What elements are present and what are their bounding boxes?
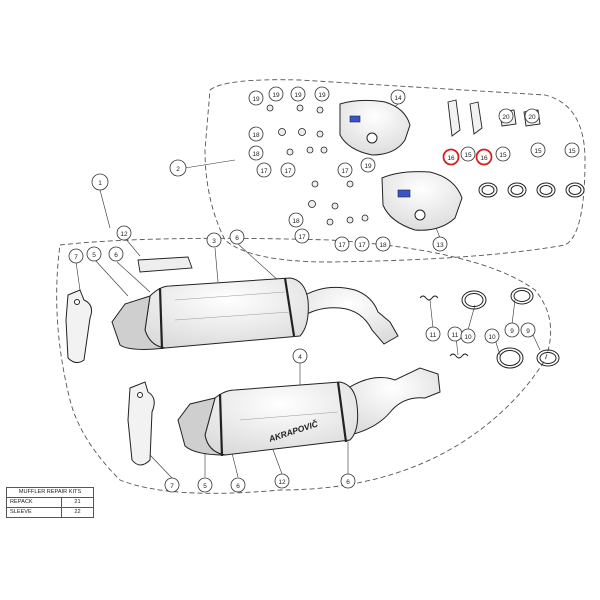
callout-2: 2: [176, 166, 180, 173]
hose-clamps: [478, 182, 585, 198]
callout-19: 19: [318, 92, 326, 99]
callout-11: 11: [430, 332, 437, 339]
callout-18: 18: [379, 242, 387, 249]
bracket-upper: [65, 289, 92, 364]
callout-17: 17: [338, 242, 346, 249]
muffler-lower-connector-pipe: [344, 367, 441, 436]
muffler-upper-connector-pipe: [299, 286, 399, 345]
callout-11: 11: [452, 332, 459, 339]
muffler-upper-body: [144, 277, 309, 349]
callout-4: 4: [298, 354, 302, 361]
callout-19: 19: [272, 92, 280, 99]
muffler-upper-endcap: [111, 295, 166, 350]
highlighted-callouts: [442, 148, 493, 166]
callout-17: 17: [358, 242, 366, 249]
muffler-lower-endcap: [177, 397, 226, 456]
heat-shield-parts: [339, 99, 463, 231]
spring-lower: [449, 353, 469, 359]
muffler-upper: [111, 277, 399, 350]
bracket-lower: [127, 381, 155, 466]
heat-shield-strip: [137, 256, 193, 273]
sleeve-lower: [496, 347, 524, 369]
clamp-upper: [510, 287, 534, 305]
callout-15: 15: [534, 148, 542, 155]
heat-shield-14: [339, 99, 411, 156]
small-hardware: [266, 104, 369, 226]
dashed-boundaries: [56, 79, 586, 494]
callout-18: 18: [252, 132, 260, 139]
heat-shield-13: [381, 171, 463, 231]
repair-kits-row: REPACK 21: [6, 497, 94, 508]
repair-kits-title: MUFFLER REPAIR KITS: [6, 487, 94, 498]
callout-circles: [68, 86, 580, 493]
clamp-lower: [536, 349, 560, 367]
callout-7: 7: [170, 483, 174, 490]
callout-7: 7: [74, 254, 78, 261]
callout-18: 18: [292, 218, 300, 225]
callout-19: 19: [252, 96, 260, 103]
callout-18: 18: [252, 151, 260, 158]
callout-6: 6: [235, 235, 239, 242]
callout-10: 10: [488, 334, 496, 341]
callout-20: 20: [528, 114, 536, 121]
sleeve-upper: [461, 290, 487, 310]
callout-17: 17: [284, 168, 292, 175]
callout-15: 15: [568, 148, 576, 155]
callout-6: 6: [114, 252, 118, 259]
repair-kits-table: MUFFLER REPAIR KITS REPACK 21 SLEEVE 22: [6, 487, 94, 518]
callout-6: 6: [346, 479, 350, 486]
callout-17: 17: [298, 234, 306, 241]
callout-9: 9: [526, 328, 530, 335]
repair-kits-row: SLEEVE 22: [6, 507, 94, 518]
callout-9: 9: [510, 328, 514, 335]
callout-3: 3: [212, 238, 216, 245]
callout-16-highlighted: 16: [480, 155, 488, 162]
repair-kit-label: REPACK: [6, 497, 62, 508]
callout-15: 15: [464, 152, 472, 159]
spring-upper: [419, 295, 439, 301]
top-kit-boundary: [204, 79, 586, 263]
repair-kit-number: 22: [61, 507, 94, 518]
muffler-lower: [177, 367, 441, 457]
callout-14: 14: [394, 95, 402, 102]
repair-kit-label: SLEEVE: [6, 507, 62, 518]
callout-12: 12: [120, 231, 128, 238]
hanger-brackets: [65, 289, 155, 466]
connector-parts: [419, 287, 560, 369]
callout-13: 13: [436, 242, 444, 249]
callout-1: 1: [98, 180, 102, 187]
repair-kit-number: 21: [61, 497, 94, 508]
callout-19: 19: [364, 163, 372, 170]
callout-19: 19: [294, 92, 302, 99]
callout-6: 6: [236, 483, 240, 490]
callout-5: 5: [203, 483, 207, 490]
repair-kits-header-row: MUFFLER REPAIR KITS: [6, 487, 94, 498]
callout-15: 15: [499, 152, 507, 159]
callout-17: 17: [260, 168, 268, 175]
callout-17: 17: [341, 168, 349, 175]
callout-10: 10: [464, 334, 472, 341]
callout-16-highlighted: 16: [447, 155, 455, 162]
callout-20: 20: [502, 114, 510, 121]
callout-5: 5: [92, 252, 96, 259]
bottom-kit-boundary: [56, 237, 552, 494]
callout-12: 12: [278, 479, 286, 486]
muffler-lower-body: [204, 381, 359, 456]
